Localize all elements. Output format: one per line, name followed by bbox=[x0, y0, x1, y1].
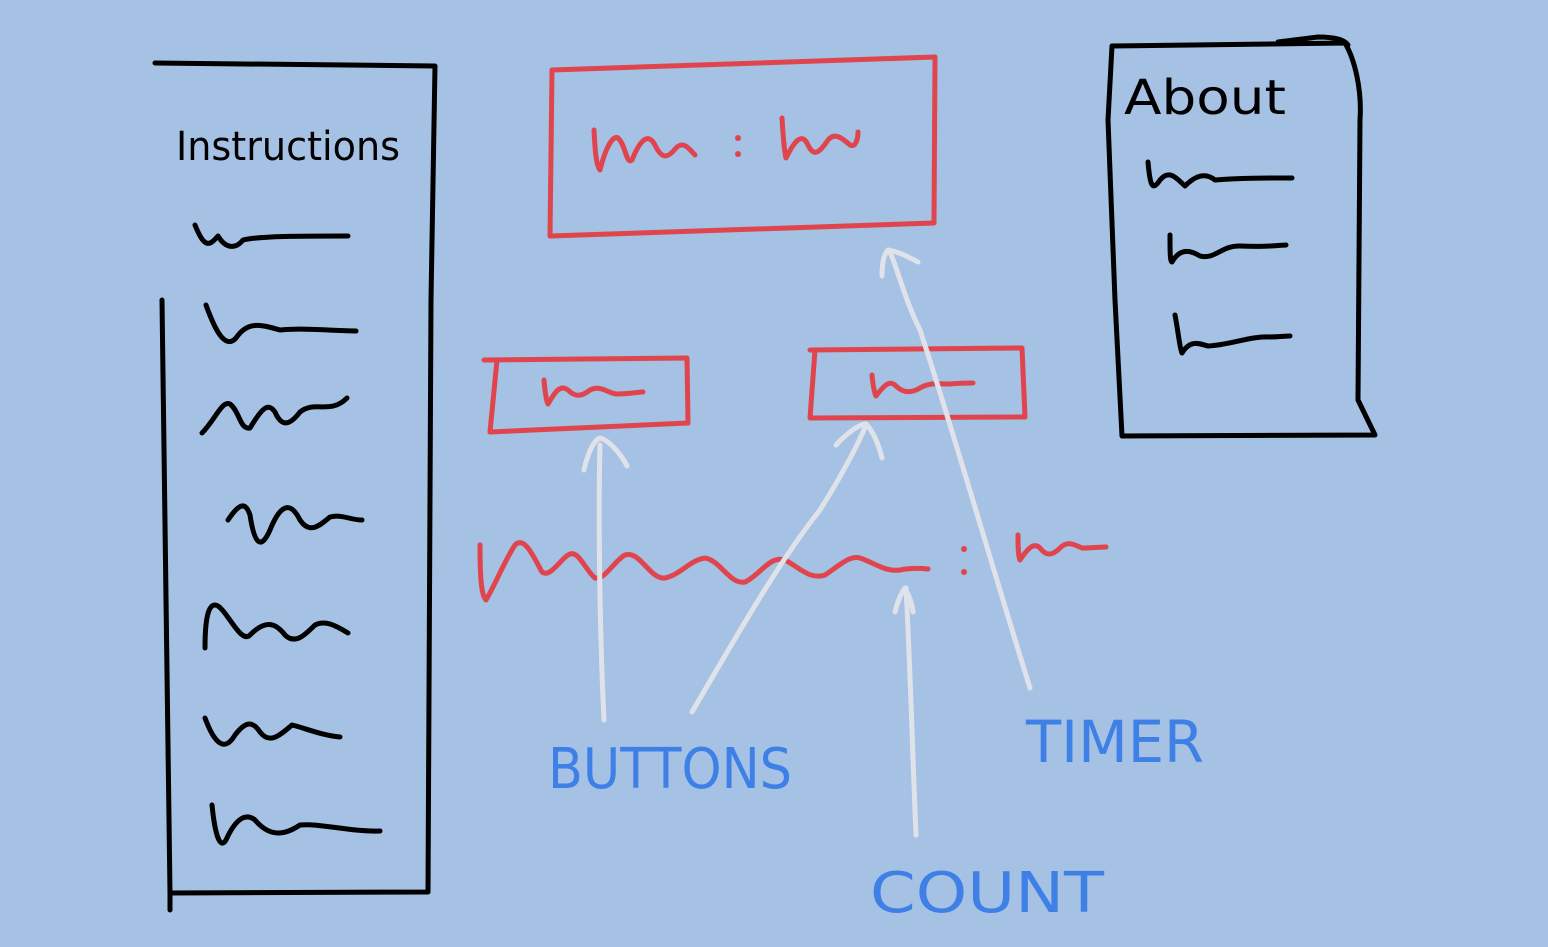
timer-minutes-scribble bbox=[591, 127, 698, 173]
timer-colon-bottom bbox=[735, 151, 741, 157]
instruction-line-2 bbox=[203, 302, 359, 345]
count-value-scribble bbox=[1015, 532, 1109, 563]
instruction-line-1 bbox=[192, 222, 351, 249]
count-annotation: COUNT bbox=[870, 861, 1105, 926]
timer-display bbox=[547, 54, 938, 239]
about-panel: About bbox=[1105, 34, 1378, 439]
instruction-line-4 bbox=[225, 503, 365, 545]
about-panel-border-overlap bbox=[1275, 34, 1351, 48]
annotation-arrows bbox=[581, 247, 1033, 838]
count-colon-top bbox=[961, 546, 967, 552]
left-button-label-scribble bbox=[541, 377, 646, 407]
about-panel-border bbox=[1105, 40, 1378, 439]
buttons-arrow-to-left-button bbox=[581, 435, 630, 723]
instruction-line-7 bbox=[209, 802, 383, 846]
right-button-label-scribble bbox=[869, 372, 976, 399]
about-line-2 bbox=[1167, 232, 1289, 265]
timer-arrow bbox=[879, 247, 1033, 691]
about-title: About bbox=[1124, 70, 1286, 126]
count-colon-bottom bbox=[961, 569, 967, 575]
timer-colon-top bbox=[735, 135, 741, 141]
left-button-border bbox=[481, 355, 691, 435]
timer-display-border bbox=[547, 54, 938, 239]
about-line-1 bbox=[1145, 159, 1295, 189]
about-line-3 bbox=[1172, 312, 1293, 356]
count-display bbox=[477, 532, 1109, 603]
right-button-border bbox=[807, 345, 1028, 421]
right-button[interactable] bbox=[807, 345, 1028, 421]
instructions-panel-border bbox=[152, 60, 438, 913]
timer-seconds-scribble bbox=[779, 115, 861, 161]
left-button[interactable] bbox=[481, 355, 691, 435]
count-label-scribble bbox=[477, 540, 931, 603]
instructions-text-lines bbox=[192, 222, 383, 846]
timer-annotation: TIMER bbox=[1025, 708, 1204, 776]
count-arrow bbox=[892, 585, 919, 838]
instructions-title: Instructions bbox=[176, 124, 400, 170]
instructions-panel: Instructions bbox=[152, 60, 438, 913]
instruction-line-5 bbox=[202, 602, 351, 651]
instruction-line-6 bbox=[202, 715, 343, 747]
buttons-annotation: BUTTONS bbox=[548, 737, 792, 802]
buttons-arrow-to-right-button bbox=[689, 421, 885, 715]
about-text-lines bbox=[1145, 159, 1295, 356]
instruction-line-3 bbox=[199, 395, 350, 436]
